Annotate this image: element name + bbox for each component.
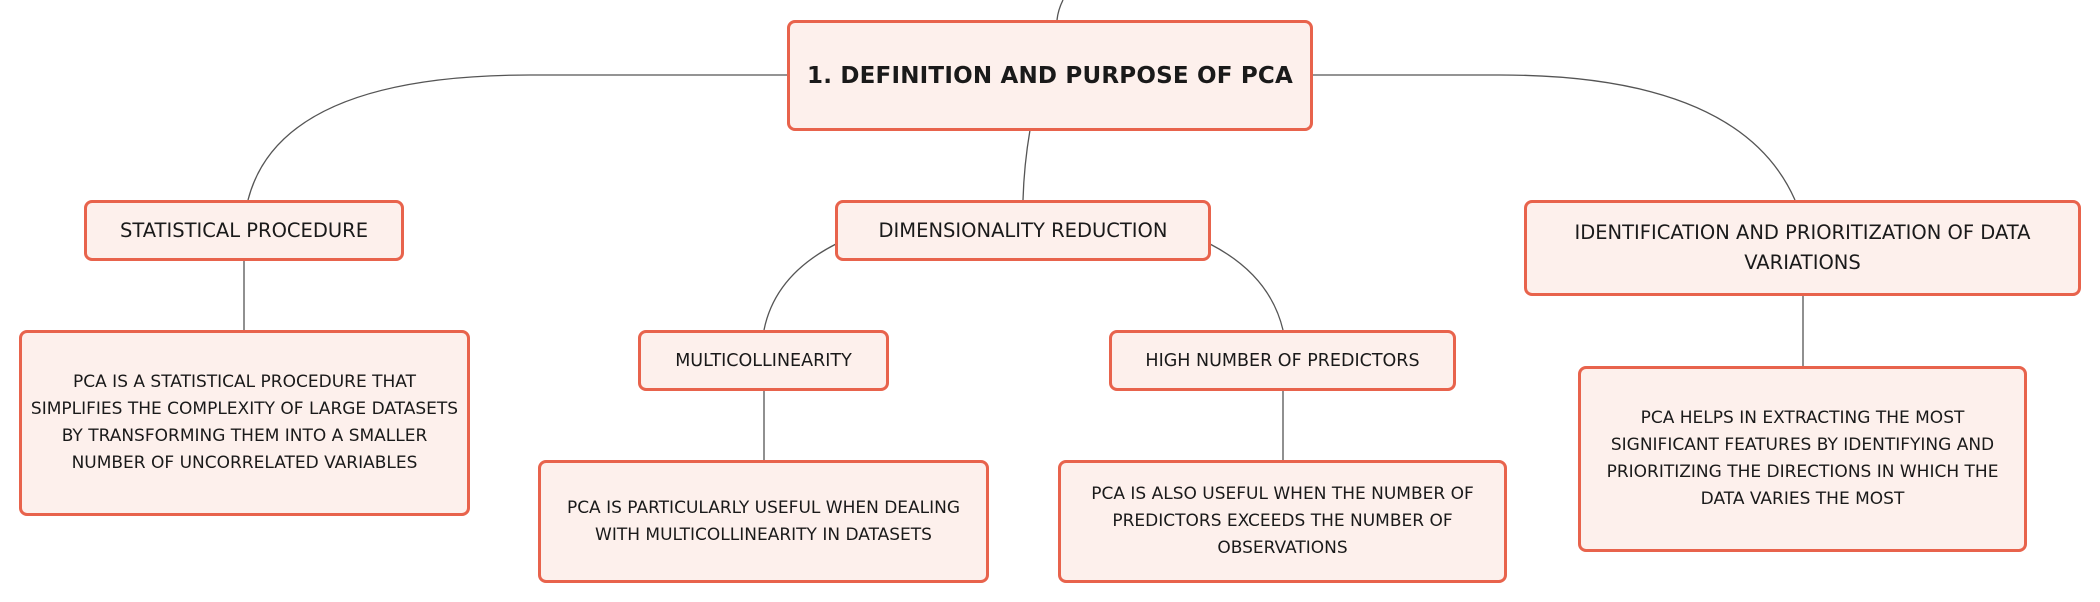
detail-multicollinearity[interactable]: PCA IS PARTICULARLY USEFUL WHEN DEALING … [538, 460, 989, 583]
detail-text: PCA IS ALSO USEFUL WHEN THE NUMBER OF PR… [1091, 484, 1474, 558]
connector-dimensionality-to-high-predictors [1209, 243, 1284, 331]
topic-label: MULTICOLLINEARITY [675, 350, 852, 371]
connector-parent-to-root [1056, 0, 1064, 21]
connector-root-to-identification [1310, 74, 1796, 201]
connector-root-to-statistical-procedure [247, 74, 790, 201]
topic-label: HIGH NUMBER OF PREDICTORS [1145, 350, 1420, 371]
detail-text: PCA HELPS IN EXTRACTING THE MOST SIGNIFI… [1606, 408, 1999, 509]
topic-label: STATISTICAL PROCEDURE [119, 218, 369, 242]
topic-multicollinearity[interactable]: MULTICOLLINEARITY [638, 330, 889, 391]
connector-dimensionality-to-multicollinearity [763, 243, 837, 331]
detail-text: PCA IS PARTICULARLY USEFUL WHEN DEALING … [566, 497, 961, 545]
topic-dimensionality-reduction[interactable]: DIMENSIONALITY REDUCTION [835, 200, 1211, 261]
detail-high-number-of-predictors[interactable]: PCA IS ALSO USEFUL WHEN THE NUMBER OF PR… [1058, 460, 1507, 583]
root-topic-label: 1. DEFINITION AND PURPOSE OF PCA [807, 62, 1293, 89]
root-topic-node[interactable]: 1. DEFINITION AND PURPOSE OF PCA [787, 20, 1313, 131]
topic-label: IDENTIFICATION AND PRIORITIZATION OF DAT… [1574, 221, 2031, 274]
topic-label: DIMENSIONALITY REDUCTION [878, 218, 1168, 242]
topic-high-number-of-predictors[interactable]: HIGH NUMBER OF PREDICTORS [1109, 330, 1456, 391]
detail-text: PCA IS A STATISTICAL PROCEDURE THAT SIMP… [30, 372, 459, 473]
topic-identification-and-prioritization[interactable]: IDENTIFICATION AND PRIORITIZATION OF DAT… [1524, 200, 2081, 296]
detail-statistical-procedure[interactable]: PCA IS A STATISTICAL PROCEDURE THAT SIMP… [19, 330, 470, 516]
topic-statistical-procedure[interactable]: STATISTICAL PROCEDURE [84, 200, 404, 261]
connector-root-to-dimensionality-reduction [1022, 129, 1031, 201]
detail-identification-and-prioritization[interactable]: PCA HELPS IN EXTRACTING THE MOST SIGNIFI… [1578, 366, 2027, 552]
